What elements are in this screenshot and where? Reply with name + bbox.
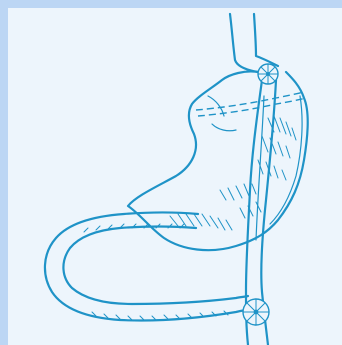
bowel-loop [45,213,248,321]
esophagus [230,14,278,72]
lower-anastomosis [243,299,269,325]
stomach-remnant [128,71,308,250]
staple-line [196,92,306,116]
upper-anastomosis [258,64,278,84]
